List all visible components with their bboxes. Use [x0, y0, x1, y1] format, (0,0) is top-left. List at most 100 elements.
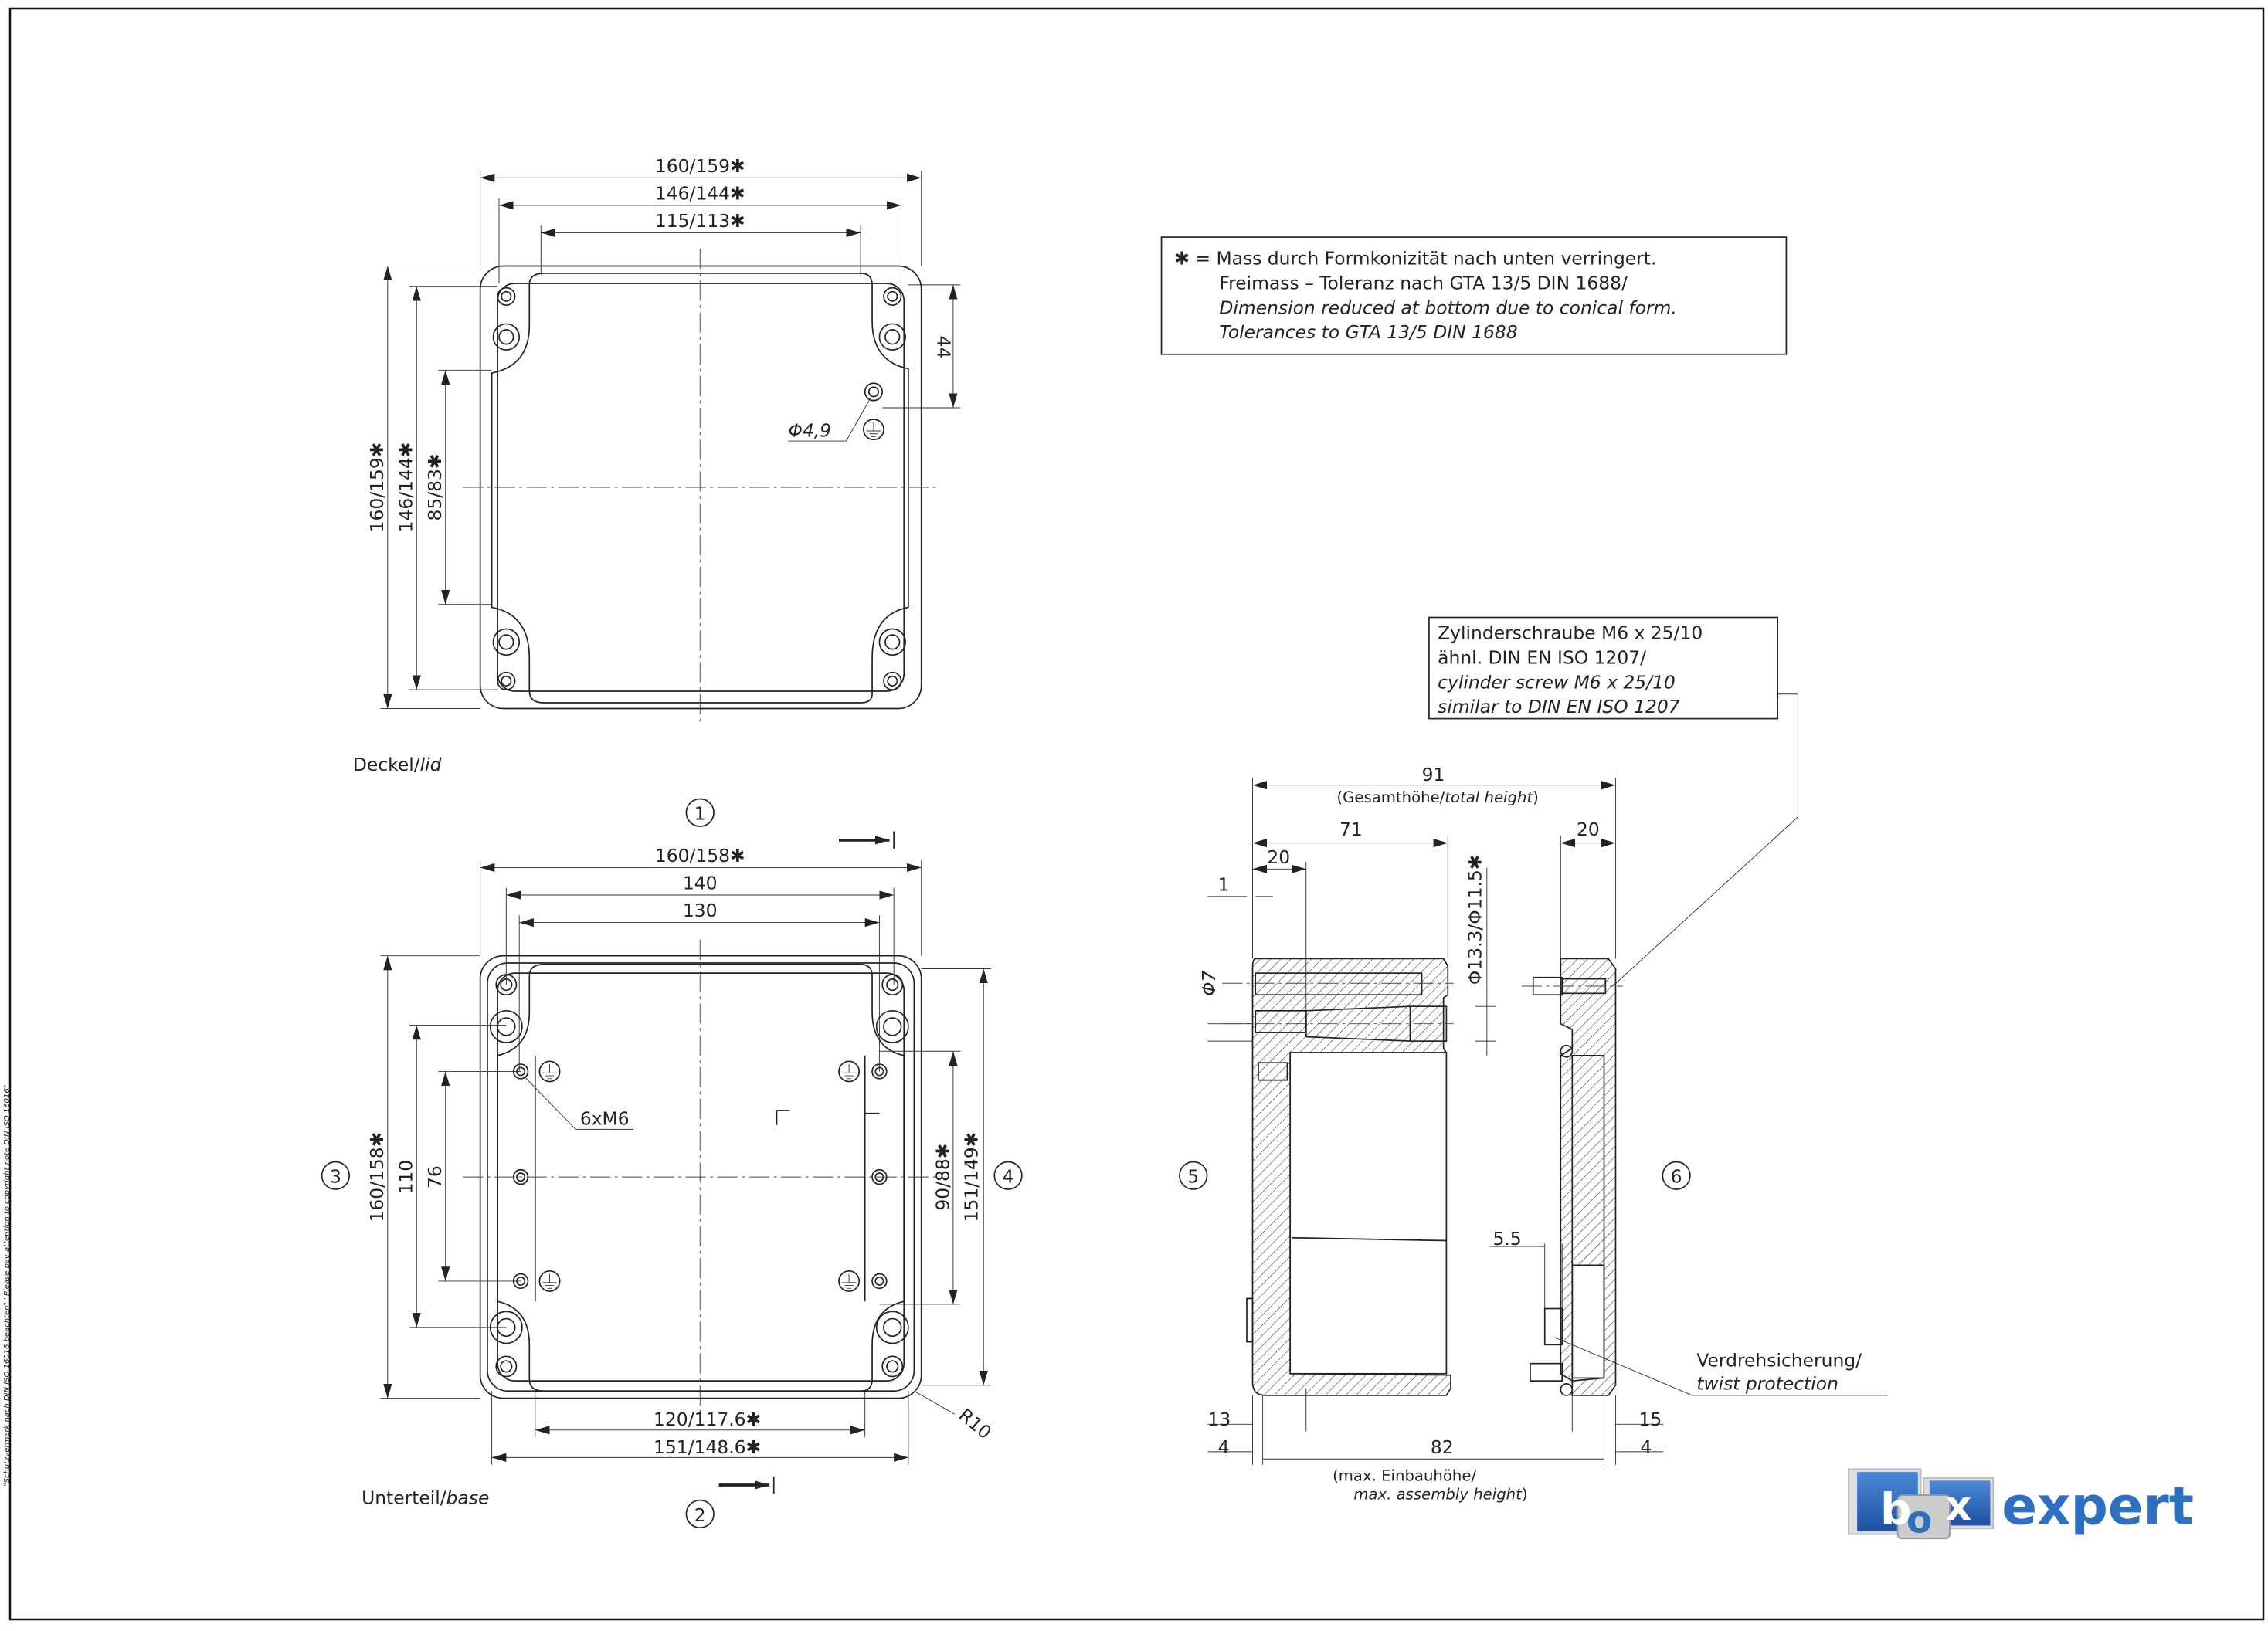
side-dim-20-left: 20	[1267, 846, 1290, 868]
svg-text:3: 3	[330, 1166, 341, 1188]
base-dim-bottom-inner: 120/117.6✱	[654, 1409, 761, 1430]
earth-ground-icon-glyph	[841, 1273, 857, 1289]
base-screw-hole-inner	[497, 1017, 516, 1036]
drawing-frame	[8, 7, 2265, 1621]
view-direction-arrow-icon	[838, 831, 895, 849]
side-dim-4-right: 4	[1640, 1436, 1652, 1458]
svg-text:x: x	[1945, 1483, 1971, 1530]
base-screw-hole-inner	[886, 978, 899, 992]
base-dim-right-outer: 151/149✱	[961, 1132, 983, 1222]
svg-text:4: 4	[1003, 1166, 1014, 1188]
earth-ground-icon-glyph	[542, 1064, 557, 1080]
svg-text:Freimass – Toleranz nach GTA 1: Freimass – Toleranz nach GTA 13/5 DIN 16…	[1219, 272, 1628, 293]
base-m6-thread-hole	[871, 1273, 888, 1290]
side-dim-20-right: 20	[1577, 819, 1600, 840]
side-dim-71: 71	[1339, 819, 1363, 840]
base-screw-hole	[489, 1009, 523, 1043]
earth-ground-icon	[862, 419, 884, 441]
earth-ground-icon	[538, 1060, 561, 1083]
lid-screw-hole	[878, 628, 906, 656]
base-section-view	[1222, 958, 1454, 1396]
view-marker-6: 6	[1662, 1161, 1691, 1190]
side-dim-total-label: (Gesamthöhe/total height)	[1337, 788, 1539, 806]
assembly-height-label-de: (max. Einbauhöhe/	[1333, 1467, 1476, 1484]
earth-ground-icon-glyph	[841, 1064, 857, 1080]
side-dim-5-5: 5.5	[1492, 1228, 1521, 1250]
lid-screw-hole	[492, 628, 521, 656]
svg-text:ähnl. DIN EN ISO 1207/: ähnl. DIN EN ISO 1207/	[1438, 646, 1646, 668]
svg-text:2: 2	[694, 1504, 706, 1526]
side-dim-phi7: Φ7	[1198, 970, 1220, 995]
twist-protection-label-de: Verdrehsicherung/	[1696, 1349, 1862, 1371]
copyright-note: "Schutzvermerk nach DIN ISO 16016 beacht…	[3, 1085, 12, 1487]
base-dim-mid-width: 140	[683, 873, 718, 894]
base-screw-hole-inner	[883, 1317, 902, 1338]
lid-dim-mid-height: 146/144✱	[396, 443, 417, 533]
lid-screw-hole-inner	[884, 329, 901, 345]
base-screw-hole	[875, 1009, 909, 1043]
boxexpert-logo: b o x expert	[1847, 1468, 2194, 1542]
lid-screw-hole	[497, 287, 516, 306]
base-inner-wall	[497, 964, 905, 1392]
lid-screw-hole-inner	[501, 290, 512, 302]
side-dim-1: 1	[1218, 873, 1230, 895]
earth-ground-icon	[538, 1270, 561, 1292]
view-direction-arrow-icon	[718, 1476, 775, 1494]
svg-text:1: 1	[694, 803, 706, 825]
svg-text:expert: expert	[2001, 1476, 2194, 1537]
base-screw-hole	[495, 1355, 518, 1378]
base-screw-hole	[881, 974, 904, 996]
svg-text:Zylinderschraube M6 x 25/10: Zylinderschraube M6 x 25/10	[1438, 622, 1703, 644]
lid-dim-outer-width: 160/159✱	[655, 155, 745, 177]
view-marker-4: 4	[993, 1161, 1023, 1190]
svg-text:cylinder screw M6 x 25/10: cylinder screw M6 x 25/10	[1438, 671, 1676, 693]
base-dim-mid-height: 110	[396, 1160, 417, 1195]
view-marker-5: 5	[1179, 1161, 1208, 1190]
base-view: 160/158✱ 140 130 160/158✱ 110 76 90/88✱ …	[362, 845, 996, 1508]
svg-text:o: o	[1906, 1499, 1932, 1542]
side-dim-82: 82	[1431, 1436, 1454, 1458]
svg-text:6: 6	[1671, 1166, 1682, 1188]
svg-text:5: 5	[1187, 1166, 1199, 1188]
base-dim-inner-height: 76	[424, 1165, 446, 1188]
lid-screw-hole-inner	[887, 290, 898, 302]
lid-ground-hole	[864, 382, 884, 402]
base-screw-hole-inner	[886, 1360, 899, 1373]
side-dim-total: 91	[1422, 764, 1445, 785]
legend-note-box: ✱ = Mass durch Formkonizität nach unten …	[1160, 236, 1788, 355]
svg-text:✱ = Mass durch Formkonizität n: ✱ = Mass durch Formkonizität nach unten …	[1174, 248, 1656, 270]
base-label: Unterteil/base	[362, 1487, 489, 1508]
base-dim-radius: R10	[955, 1404, 996, 1443]
base-m6-thread-hole-inner	[874, 1276, 884, 1286]
base-dim-inner-width: 130	[683, 900, 718, 921]
earth-ground-icon-glyph	[542, 1273, 557, 1289]
base-dim-right-inner: 90/88✱	[932, 1144, 953, 1211]
view-marker-1: 1	[685, 798, 715, 827]
lid-screw-hole	[492, 323, 521, 351]
svg-text:similar to DIN EN ISO 1207: similar to DIN EN ISO 1207	[1438, 696, 1680, 717]
side-dim-15: 15	[1639, 1409, 1662, 1430]
lid-screw-hole-inner	[501, 675, 512, 687]
base-dim-bottom-outer: 151/148.6✱	[654, 1436, 761, 1458]
lid-ground-hole-inner	[867, 386, 879, 398]
side-dim-13: 13	[1208, 1409, 1231, 1430]
base-dim-outer-height: 160/158✱	[366, 1132, 388, 1222]
lid-screw-hole	[497, 671, 516, 690]
earth-ground-icon	[838, 1060, 861, 1083]
earth-ground-icon-glyph	[866, 422, 881, 437]
lid-screw-hole-inner	[498, 634, 514, 650]
twist-protection-label-en: twist protection	[1696, 1372, 1839, 1394]
lid-screw-hole-inner	[887, 675, 898, 687]
base-screw-hole	[875, 1311, 909, 1344]
lid-screw-hole-inner	[498, 329, 514, 345]
lid-gasket-inner	[491, 273, 909, 704]
assembly-height-label-en: max. assembly height)	[1353, 1486, 1527, 1504]
side-dim-phi13: Φ13.3/Φ11.5✱	[1464, 855, 1485, 985]
lid-section-view	[1521, 958, 1623, 1396]
lid-screw-hole	[883, 287, 902, 306]
screw-note-box: Zylinderschraube M6 x 25/10 ähnl. DIN EN…	[1428, 616, 1798, 987]
earth-ground-icon	[838, 1270, 861, 1292]
lid-dim-outer-height: 160/159✱	[366, 443, 388, 533]
lid-dim-inner-width: 115/113✱	[655, 210, 745, 232]
